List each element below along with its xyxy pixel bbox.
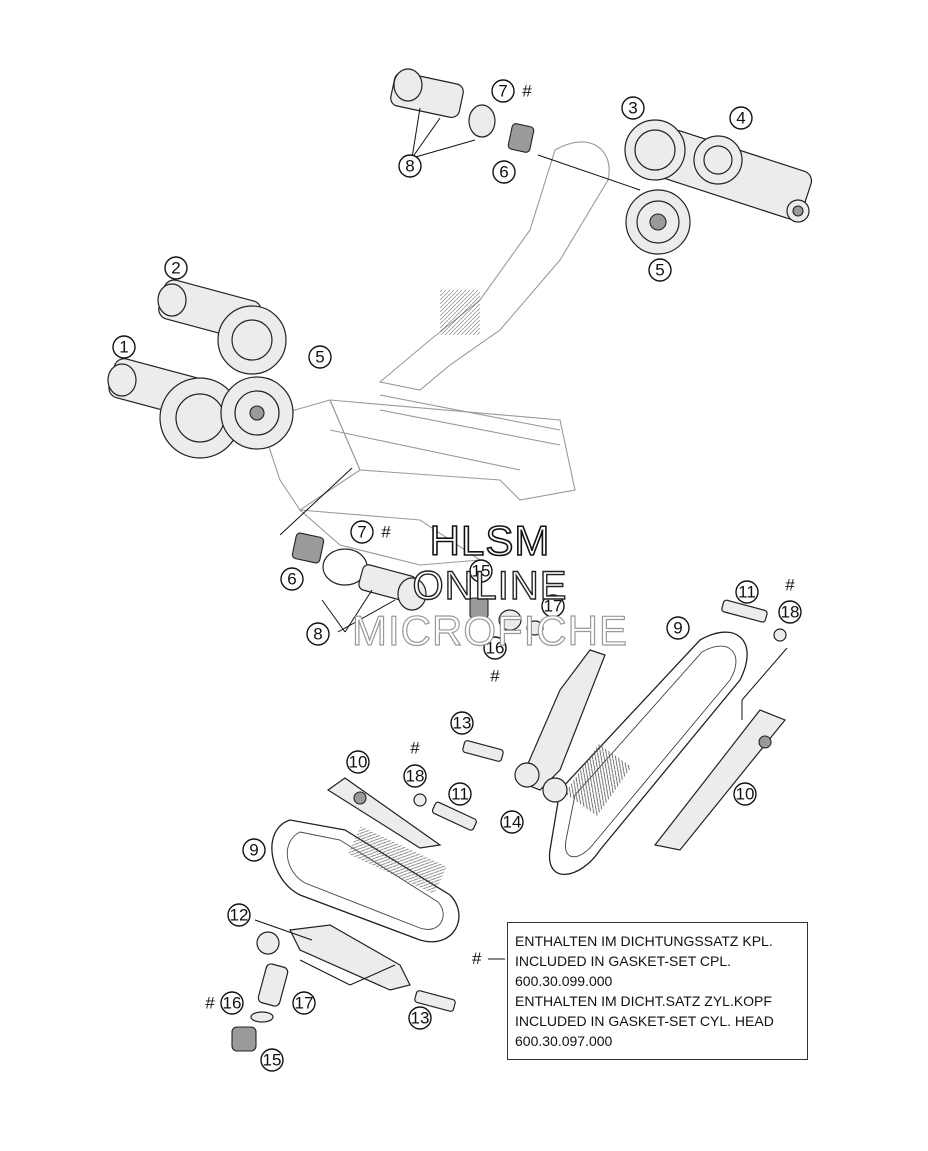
leader-lines — [254, 107, 788, 986]
callout-17-lower: 17 — [292, 991, 316, 1015]
svg-text:18: 18 — [406, 767, 425, 786]
callout-markers: 1 2 3 4 5 5 6 6 7 7 8 8 9 9 10 10 11 11 … — [112, 79, 802, 1072]
svg-text:13: 13 — [453, 714, 472, 733]
tensioner-rail — [462, 649, 606, 803]
svg-text:6: 6 — [499, 163, 508, 182]
svg-text:8: 8 — [405, 157, 414, 176]
callout-2: 2 — [164, 256, 188, 280]
timing-chain-right — [548, 631, 748, 875]
callout-15-upper: 15 — [469, 559, 493, 583]
svg-text:6: 6 — [287, 570, 296, 589]
svg-text:14: 14 — [503, 813, 522, 832]
legend-line-5: INCLUDED IN GASKET-SET CYL. HEAD — [515, 1013, 774, 1029]
legend-line-2: INCLUDED IN GASKET-SET CPL. — [515, 953, 732, 969]
callout-6-lower: 6 — [280, 567, 304, 591]
upper-left-shaft — [390, 68, 535, 153]
callout-8-lower: 8 — [306, 622, 330, 646]
legend-hash-marker: # — [472, 949, 482, 968]
svg-text:15: 15 — [263, 1051, 282, 1070]
hash-mark: # — [381, 523, 391, 542]
ghost-cylinder-head — [259, 141, 610, 566]
callout-3: 3 — [621, 96, 645, 120]
hash-markers: # # # # # # — [205, 82, 795, 1013]
svg-text:13: 13 — [411, 1009, 430, 1028]
guide-rail-left — [326, 777, 477, 849]
svg-text:2: 2 — [171, 259, 180, 278]
callout-1: 1 — [112, 335, 136, 359]
lower-tensioner — [231, 924, 456, 1052]
svg-text:15: 15 — [472, 562, 491, 581]
mid-left-components — [291, 532, 427, 611]
callout-11-right: 11 — [735, 580, 759, 604]
callout-13-upper: 13 — [450, 711, 474, 735]
callout-10-right: 10 — [733, 782, 757, 806]
timing-chain-left — [271, 819, 460, 943]
callout-14: 14 — [500, 810, 524, 834]
legend-line-6: 600.30.097.000 — [515, 1033, 613, 1049]
callout-10-left: 10 — [346, 750, 370, 774]
legend-line-3: 600.30.099.000 — [515, 973, 613, 989]
hash-mark: # — [490, 667, 500, 686]
svg-text:10: 10 — [349, 753, 368, 772]
svg-text:10: 10 — [736, 785, 755, 804]
callout-6-upper: 6 — [492, 160, 516, 184]
svg-text:11: 11 — [451, 785, 469, 804]
svg-text:8: 8 — [313, 625, 322, 644]
callout-4: 4 — [729, 106, 753, 130]
callout-9-left: 9 — [242, 838, 266, 862]
svg-text:7: 7 — [357, 523, 366, 542]
hash-mark: # — [785, 576, 795, 595]
callout-8-upper: 8 — [398, 154, 422, 178]
svg-text:11: 11 — [738, 583, 756, 602]
upper-camshaft-assembly — [624, 119, 813, 255]
callout-17-upper: 17 — [541, 594, 565, 618]
svg-text:16: 16 — [223, 994, 242, 1013]
hash-mark: # — [205, 994, 215, 1013]
callout-16-lower: 16 — [220, 991, 244, 1015]
callout-5-left: 5 — [308, 345, 332, 369]
legend-box: ENTHALTEN IM DICHTUNGSSATZ KPL. INCLUDED… — [507, 922, 808, 1060]
callout-18-left: 18 — [403, 764, 427, 788]
callout-11-left: 11 — [448, 782, 472, 806]
svg-text:9: 9 — [249, 841, 258, 860]
svg-text:5: 5 — [655, 261, 664, 280]
callout-15-lower: 15 — [260, 1048, 284, 1072]
callout-16-upper: 16 — [483, 636, 507, 660]
hash-mark: # — [522, 82, 532, 101]
svg-text:3: 3 — [628, 99, 637, 118]
callout-7-lower: 7 — [350, 520, 374, 544]
legend-line-4: ENTHALTEN IM DICHT.SATZ ZYL.KOPF — [515, 993, 772, 1009]
callout-9-right: 9 — [666, 616, 690, 640]
callout-12: 12 — [227, 903, 251, 927]
svg-text:17: 17 — [544, 597, 563, 616]
svg-text:7: 7 — [498, 82, 507, 101]
callout-13-lower: 13 — [408, 1006, 432, 1030]
svg-text:18: 18 — [781, 603, 800, 622]
guide-rail-right — [653, 599, 787, 851]
svg-text:1: 1 — [119, 338, 128, 357]
svg-text:12: 12 — [230, 906, 249, 925]
svg-text:17: 17 — [295, 994, 314, 1013]
callout-18-right: 18 — [778, 600, 802, 624]
svg-text:9: 9 — [673, 619, 682, 638]
hash-mark: # — [410, 739, 420, 758]
callout-5-upper: 5 — [648, 258, 672, 282]
left-camshaft-assembly — [107, 279, 294, 459]
callout-7-upper: 7 — [491, 79, 515, 103]
svg-text:4: 4 — [736, 109, 745, 128]
svg-text:16: 16 — [486, 639, 505, 658]
svg-text:5: 5 — [315, 348, 324, 367]
upper-tensioner-plug — [469, 597, 544, 636]
legend-line-1: ENTHALTEN IM DICHTUNGSSATZ KPL. — [515, 933, 773, 949]
